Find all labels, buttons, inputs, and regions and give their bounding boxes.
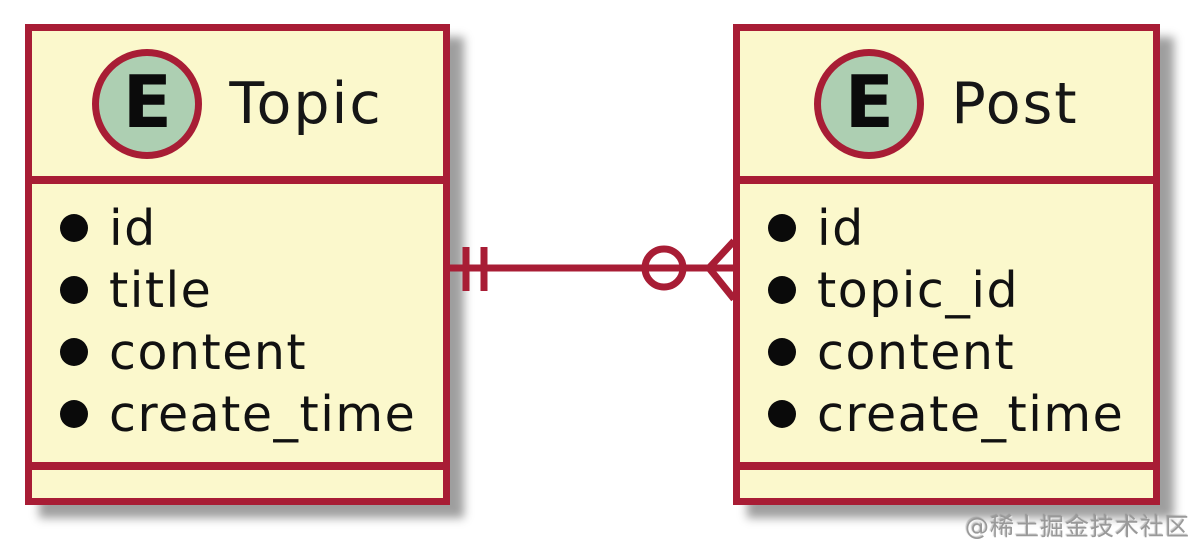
stereotype-letter: E [122,59,172,144]
field-bullet-icon [60,338,88,366]
field-label: content [817,323,1016,381]
header-separator [740,176,1153,184]
field-bullet-icon [60,276,88,304]
entity-topic-footer [32,470,443,498]
field-row: id [768,197,1143,259]
field-label: create_time [817,385,1125,443]
watermark: @稀土掘金技术社区 [965,513,1190,541]
field-bullet-icon [60,214,88,242]
field-row: create_time [768,383,1143,445]
stereotype-letter: E [844,59,894,144]
entity-post-name: Post [951,70,1079,137]
field-label: title [109,261,213,319]
entity-topic-fields: id title content create_time [32,184,443,462]
entity-topic-header: E Topic [32,31,443,176]
entity-post: E Post id topic_id content create_time [733,24,1160,505]
entity-topic: E Topic id title content create_time [25,24,450,505]
field-bullet-icon [768,400,796,428]
entity-stereotype-icon: E [814,48,925,159]
field-row: id [60,197,433,259]
entity-post-fields: id topic_id content create_time [740,184,1153,462]
field-row: topic_id [768,259,1143,321]
field-label: id [817,199,865,257]
footer-separator [740,462,1153,470]
entity-stereotype-icon: E [92,48,203,159]
header-separator [32,176,443,184]
field-label: topic_id [817,261,1020,319]
field-bullet-icon [768,338,796,366]
entity-post-footer [740,470,1153,498]
field-label: content [109,323,308,381]
field-label: create_time [109,385,417,443]
field-row: content [768,321,1143,383]
field-row: title [60,259,433,321]
footer-separator [32,462,443,470]
field-bullet-icon [60,400,88,428]
field-label: id [109,199,157,257]
entity-topic-name: Topic [229,70,383,137]
entity-post-header: E Post [740,31,1153,176]
field-row: content [60,321,433,383]
field-row: create_time [60,383,433,445]
zero-circle-icon [641,245,687,291]
field-bullet-icon [768,214,796,242]
field-bullet-icon [768,276,796,304]
crow-foot-many-icon [704,238,737,302]
